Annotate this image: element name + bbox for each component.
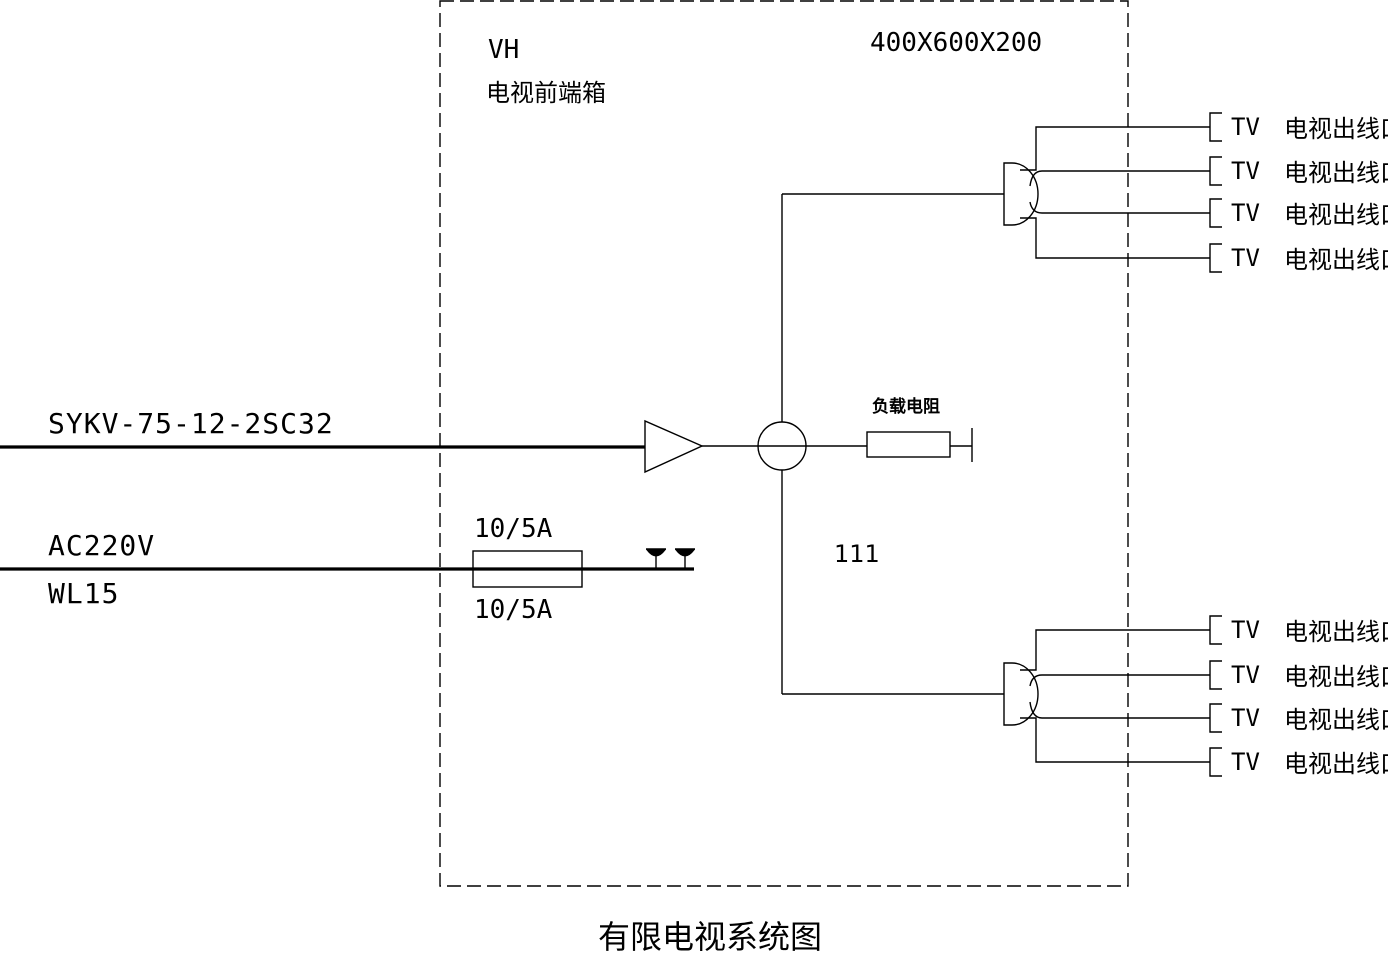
box-name: 电视前端箱: [486, 79, 606, 107]
tv-outlet-tag: TV: [1231, 704, 1260, 732]
lower-branch-line: [1020, 629, 1210, 671]
tv-outlet-label: 电视出线口: [1284, 706, 1388, 734]
tv-outlet-symbol: [1209, 198, 1222, 228]
power-circuit-label: WL15: [48, 577, 119, 610]
lower-branch-line: [1020, 717, 1210, 763]
lower-branch-line: [1029, 701, 1210, 719]
tv-outlet-label: 电视出线口: [1284, 159, 1388, 187]
front-end-box-outline: [439, 0, 1129, 887]
lower-splitter-group: TV 电视出线口 TV 电视出线口 TV 电视出线口 TV 电视出线口: [1003, 615, 1388, 778]
tv-outlet-tag: TV: [1231, 244, 1260, 272]
load-resistor-symbol: [866, 431, 951, 458]
tv-outlet-symbol: [1209, 747, 1222, 777]
fuse-rating-bottom: 10/5A: [474, 595, 553, 625]
upper-branch-line: [1029, 170, 1210, 187]
lower-branch-line: [1029, 674, 1210, 687]
tv-outlet-label: 电视出线口: [1284, 115, 1388, 143]
fuse-rating-top: 10/5A: [474, 514, 553, 544]
tv-outlet-tag: TV: [1231, 157, 1260, 185]
node-label: 111: [834, 540, 880, 568]
tv-outlet-label: 电视出线口: [1284, 201, 1388, 229]
socket-icon: [674, 548, 696, 569]
tv-outlet-label: 电视出线口: [1284, 663, 1388, 691]
upper-splitter-group: TV 电视出线口 TV 电视出线口 TV 电视出线口 TV 电视出线口: [1003, 112, 1388, 274]
upper-branch-line: [1020, 126, 1210, 171]
signal-cable-label: SYKV-75-12-2SC32: [48, 407, 334, 440]
tv-outlet-label: 电视出线口: [1284, 618, 1388, 646]
diagram-caption: 有限电视系统图: [598, 918, 822, 956]
box-code: VH: [488, 35, 519, 65]
box-size: 400X600X200: [870, 28, 1042, 58]
tv-outlet-tag: TV: [1231, 616, 1260, 644]
tv-outlet-symbol: [1209, 660, 1222, 690]
power-label: AC220V: [48, 529, 155, 562]
tv-outlet-symbol: [1209, 243, 1222, 273]
lower-splitter-symbol: [1003, 662, 1039, 726]
tv-outlet-symbol: [1209, 615, 1222, 645]
tv-outlet-tag: TV: [1231, 113, 1260, 141]
amplifier-symbol: [644, 419, 704, 474]
tv-outlet-symbol: [1209, 112, 1222, 142]
tv-outlet-symbol: [1209, 156, 1222, 186]
upper-branch-line: [1020, 217, 1210, 259]
tv-outlet-tag: TV: [1231, 748, 1260, 776]
upper-splitter-symbol: [1003, 162, 1039, 226]
tv-outlet-tag: TV: [1231, 661, 1260, 689]
upper-branch-line: [1029, 201, 1210, 214]
socket-icon: [645, 548, 667, 569]
tv-outlet-label: 电视出线口: [1284, 750, 1388, 778]
fuse-symbol: [472, 550, 583, 588]
tv-outlet-tag: TV: [1231, 199, 1260, 227]
tv-outlet-label: 电视出线口: [1284, 246, 1388, 274]
load-resistor-label: 负载电阻: [872, 396, 940, 417]
tv-outlet-symbol: [1209, 703, 1222, 733]
